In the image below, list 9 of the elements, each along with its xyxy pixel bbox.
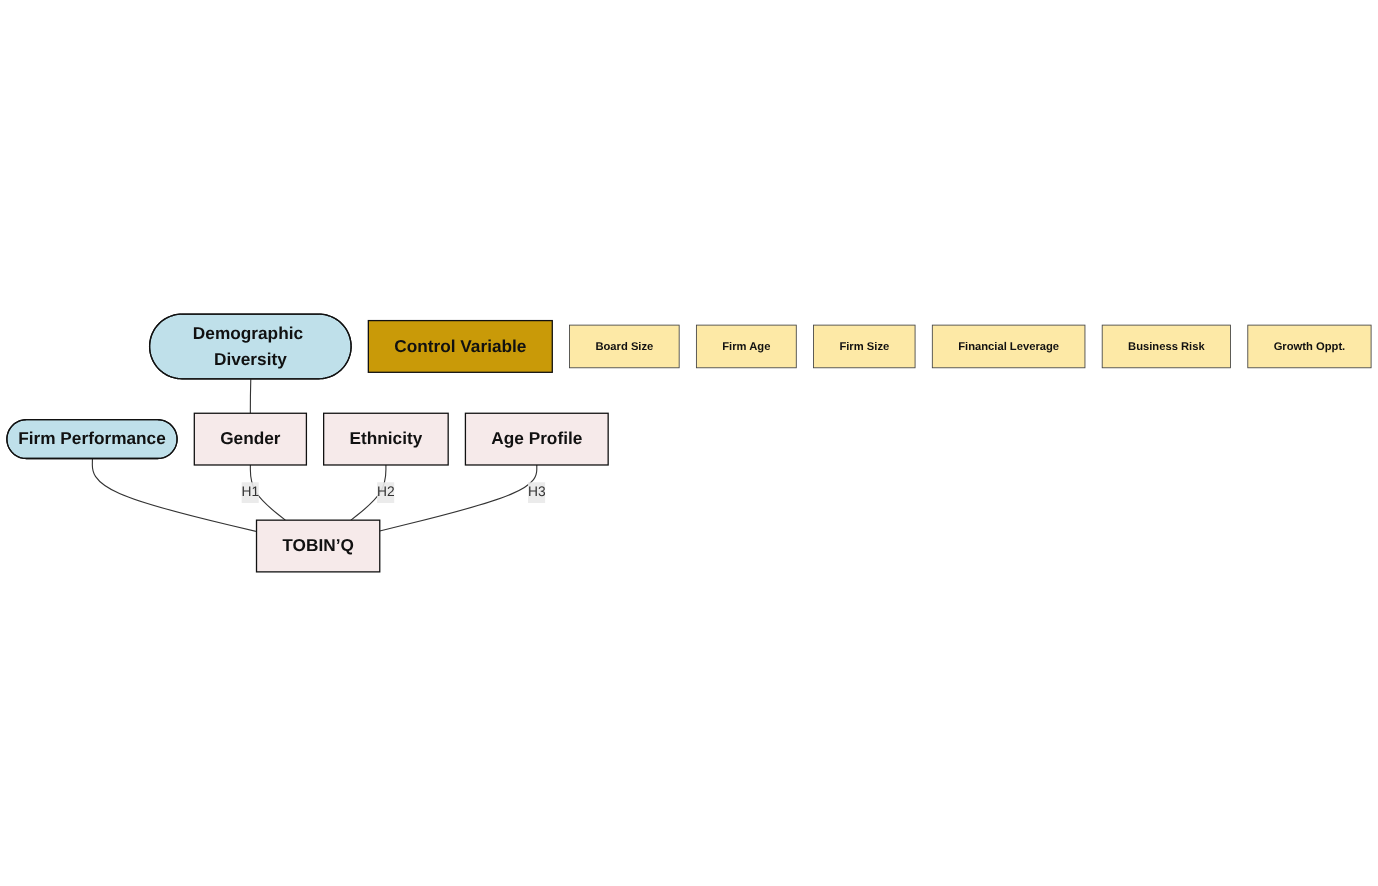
node-box: Control Variable xyxy=(367,319,553,373)
node-box: TOBIN’Q xyxy=(255,519,381,573)
node-box: Age Profile xyxy=(464,412,609,466)
connector xyxy=(350,464,387,521)
node-box: Gender xyxy=(193,412,308,466)
connector xyxy=(379,464,538,532)
connector xyxy=(91,458,258,532)
connector xyxy=(249,378,252,414)
node-box: Ethnicity xyxy=(323,412,449,466)
